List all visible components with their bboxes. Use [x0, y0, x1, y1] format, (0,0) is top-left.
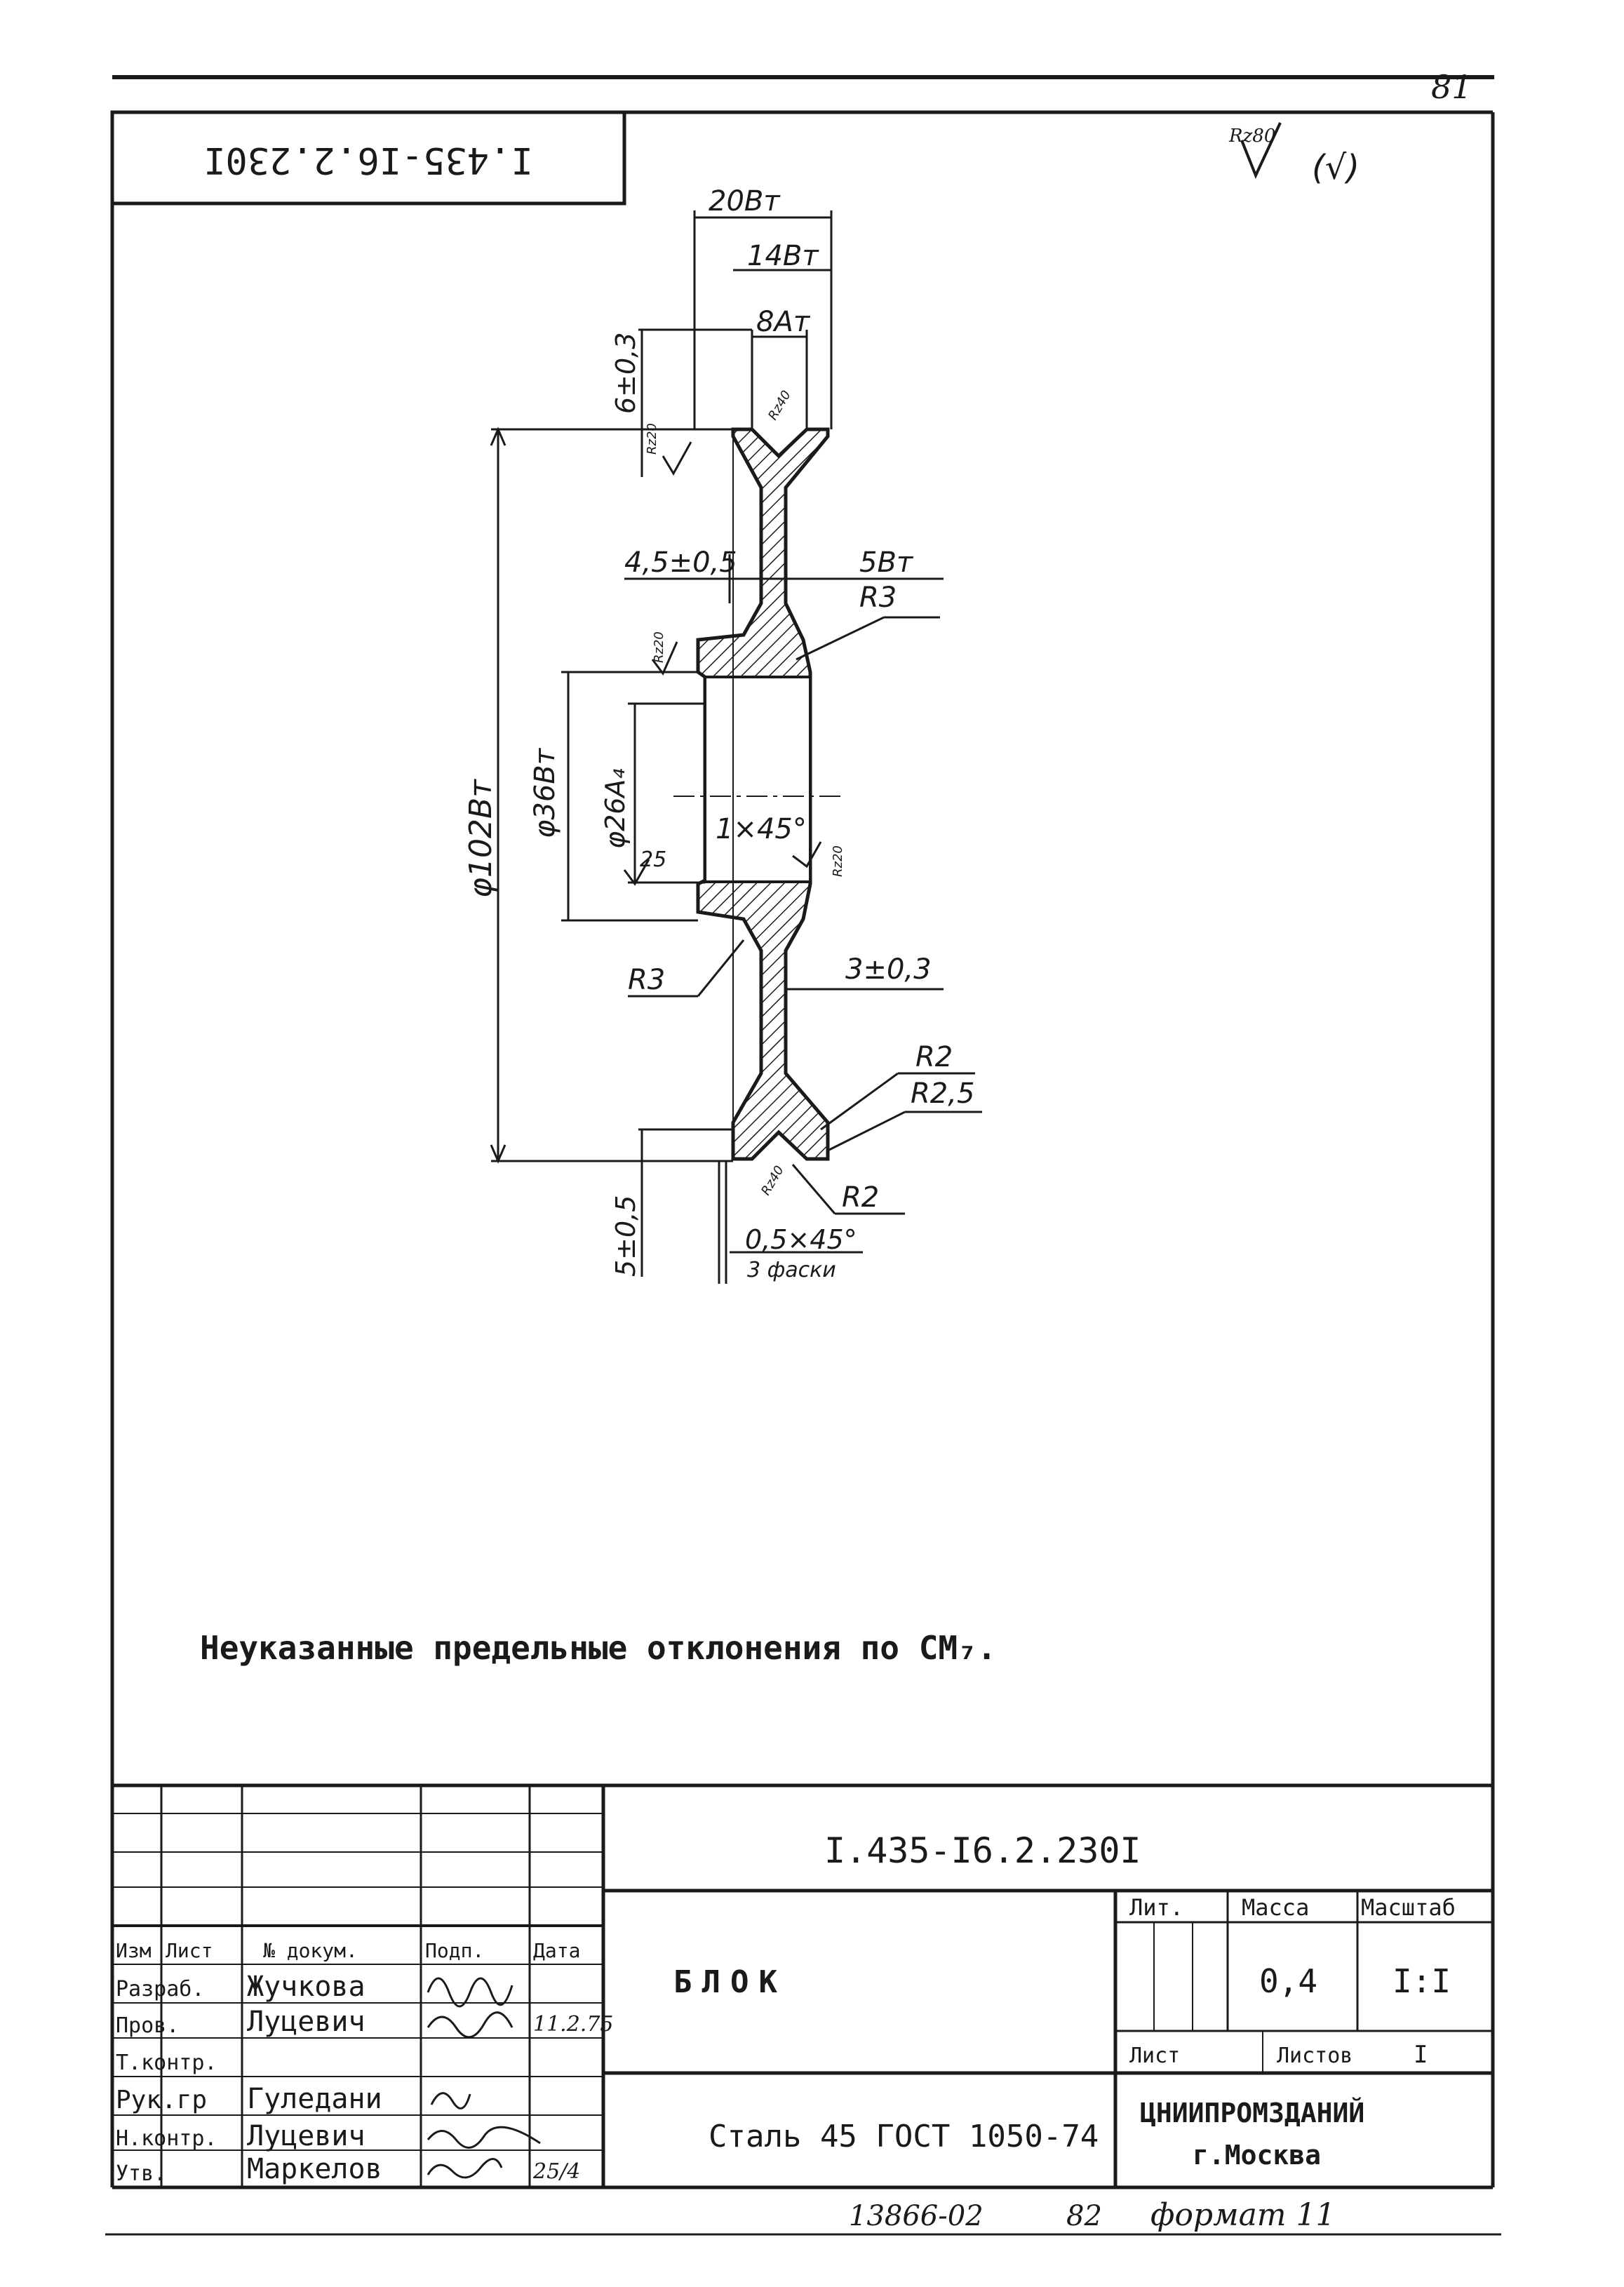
svg-text:Н.контр.: Н.контр. [116, 2126, 217, 2151]
dim-3: 3±0,3 [845, 953, 932, 986]
stamp-code: I.435-I6.2.230I [203, 139, 533, 181]
dim-r2-5: R2,5 [911, 1078, 974, 1110]
title-block [112, 1783, 1493, 2187]
svg-text:Rz80: Rz80 [1228, 126, 1275, 147]
svg-text:Масштаб: Масштаб [1361, 1894, 1456, 1921]
roughness-marks [623, 441, 822, 886]
svg-text:Подп.: Подп. [425, 1939, 484, 1962]
doc-code: I.435-I6.2.230I [824, 1830, 1141, 1871]
date-check: 11.2.75 [533, 2012, 614, 2037]
dim-r3-bottom: R3 [628, 964, 665, 996]
svg-text:(√): (√) [1312, 148, 1360, 187]
part-title: БЛОК [673, 1964, 787, 2000]
signatures [427, 1977, 541, 2179]
svg-text:Маркелов: Маркелов [247, 2153, 382, 2185]
svg-text:Листов: Листов [1277, 2044, 1353, 2068]
inventory-number: 13866-02 [849, 2200, 984, 2232]
svg-text:Луцевич: Луцевич [247, 2120, 365, 2152]
mass-value: 0,4 [1259, 1962, 1317, 2000]
svg-text:Рук.гр: Рук.гр [116, 2086, 207, 2114]
svg-text:Rz20: Rz20 [831, 845, 845, 877]
svg-text:Гуледани: Гуледани [247, 2083, 382, 2115]
svg-text:№ докум.: № докум. [263, 1939, 358, 1962]
svg-text:Rz20: Rz20 [652, 631, 666, 663]
title-block-texts: I.435-I6.2.230I Изм Лист № докум. Подп. … [116, 1830, 1456, 2186]
svg-text:Т.контр.: Т.контр. [116, 2051, 217, 2075]
svg-text:Утв.: Утв. [116, 2161, 166, 2186]
date-approve: 25/4 [532, 2159, 580, 2184]
svg-text:Пров.: Пров. [116, 2013, 179, 2038]
sheet-number: 81 [1431, 68, 1472, 106]
footer-format: формат 11 [1150, 2197, 1336, 2233]
dim-8: 8Aт [756, 306, 811, 338]
svg-text:Лист: Лист [1129, 2044, 1180, 2068]
svg-text:Rz20: Rz20 [645, 423, 659, 455]
footer: 13866-02 82 формат 11 [849, 2197, 1336, 2233]
svg-text:Изм: Изм [116, 1939, 152, 1962]
tolerance-note: Неуказанные предельные отклонения по СМ₇… [200, 1629, 996, 1667]
dim-chamfer-2: 0,5×45° [745, 1224, 857, 1255]
svg-text:Rz40: Rz40 [758, 1163, 787, 1198]
svg-text:I: I [1414, 2041, 1428, 2069]
dim-r2-a: R2 [915, 1041, 953, 1073]
svg-text:Масса: Масса [1242, 1894, 1309, 1921]
dim-chamfer-note: 3 фаски [747, 1258, 836, 1282]
dim-5: 5Bт [859, 546, 914, 579]
svg-text:Жучкова: Жучкова [247, 1971, 365, 2003]
pulley-cross-section [673, 427, 842, 1161]
svg-text:Дата: Дата [533, 1939, 580, 1962]
roughness-symbol: Rz80 (√) [1228, 122, 1360, 187]
dim-chamfer: 1×45° [716, 813, 807, 845]
dimension-lines [490, 210, 982, 1284]
dim-14: 14Bт [747, 240, 819, 272]
dim-r2-b: R2 [842, 1181, 879, 1214]
stamp-box: I.435-I6.2.230I [110, 110, 626, 206]
svg-text:Rz40: Rz40 [765, 388, 794, 422]
svg-text:Лит.: Лит. [1129, 1894, 1183, 1921]
city: г.Москва [1193, 2140, 1321, 2171]
svg-text:Луцевич: Луцевич [247, 2006, 365, 2038]
svg-text:Лист: Лист [166, 1939, 213, 1962]
dim-6: 6±0,3 [610, 333, 641, 414]
dim-r3-top: R3 [859, 582, 897, 614]
dim-5-bottom: 5±0,5 [610, 1195, 641, 1277]
dim-25: 25 [640, 847, 666, 872]
dim-4-5: 4,5±0,5 [624, 546, 737, 579]
footer-page: 82 [1066, 2200, 1102, 2232]
dim-26: φ26A₄ [600, 768, 631, 849]
dim-102: φ102Bт [463, 779, 499, 898]
dim-36: φ36Bт [529, 747, 561, 838]
scale-value: I:I [1393, 1962, 1451, 2000]
dim-20: 20Bт [709, 185, 781, 217]
svg-text:Разраб.: Разраб. [116, 1977, 204, 2001]
material: Сталь 45 ГОСТ 1050-74 [709, 2119, 1099, 2154]
organization: ЦНИИПРОМЗДАНИЙ [1140, 2098, 1364, 2128]
